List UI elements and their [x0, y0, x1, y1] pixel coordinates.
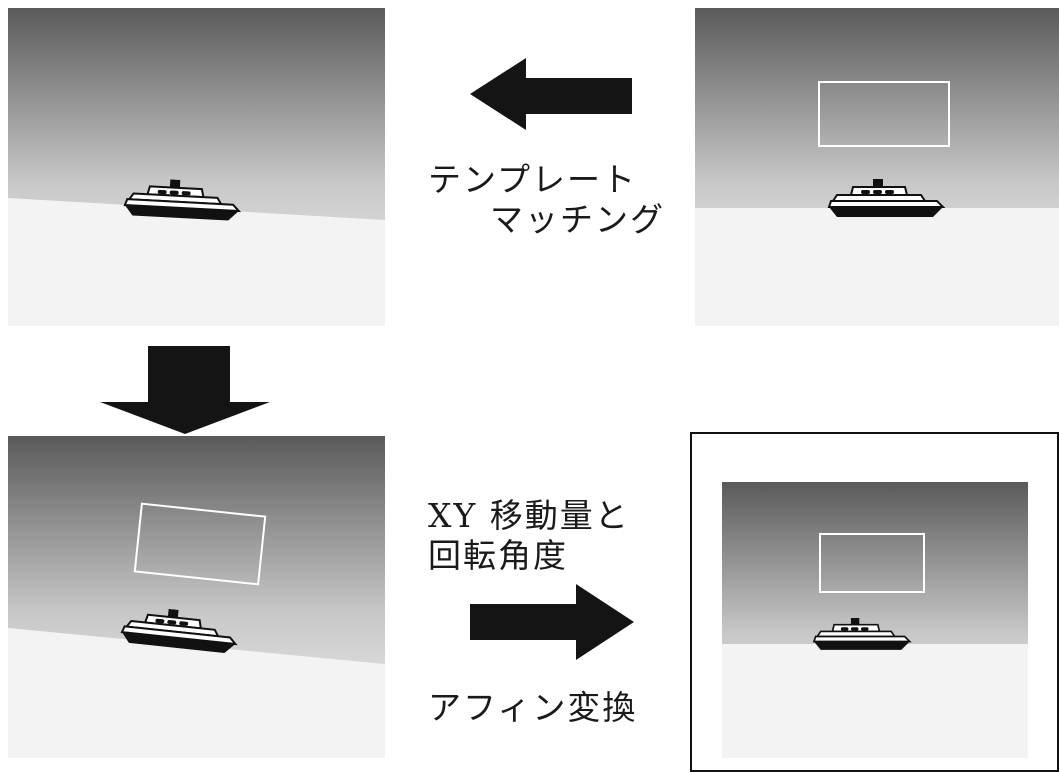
xy-rotation-label-line1: XY 移動量と [428, 496, 630, 535]
reference-image-top-right [695, 8, 1059, 326]
arrow-left-icon [470, 58, 632, 130]
arrow-right-icon [470, 584, 634, 660]
template-matching-label-line2: マッチング [490, 200, 665, 239]
arrow-down-icon [100, 346, 270, 434]
matched-box [133, 502, 267, 586]
affine-transform-label: アフィン変換 [428, 688, 638, 727]
source-image-top-left [8, 8, 385, 326]
matched-image-bottom-left [8, 436, 385, 758]
result-box [819, 533, 925, 593]
xy-rotation-label-line2: 回転角度 [428, 536, 568, 575]
result-frame [690, 432, 1059, 772]
template-box [818, 81, 950, 147]
template-matching-label-line1: テンプレート [428, 160, 638, 199]
